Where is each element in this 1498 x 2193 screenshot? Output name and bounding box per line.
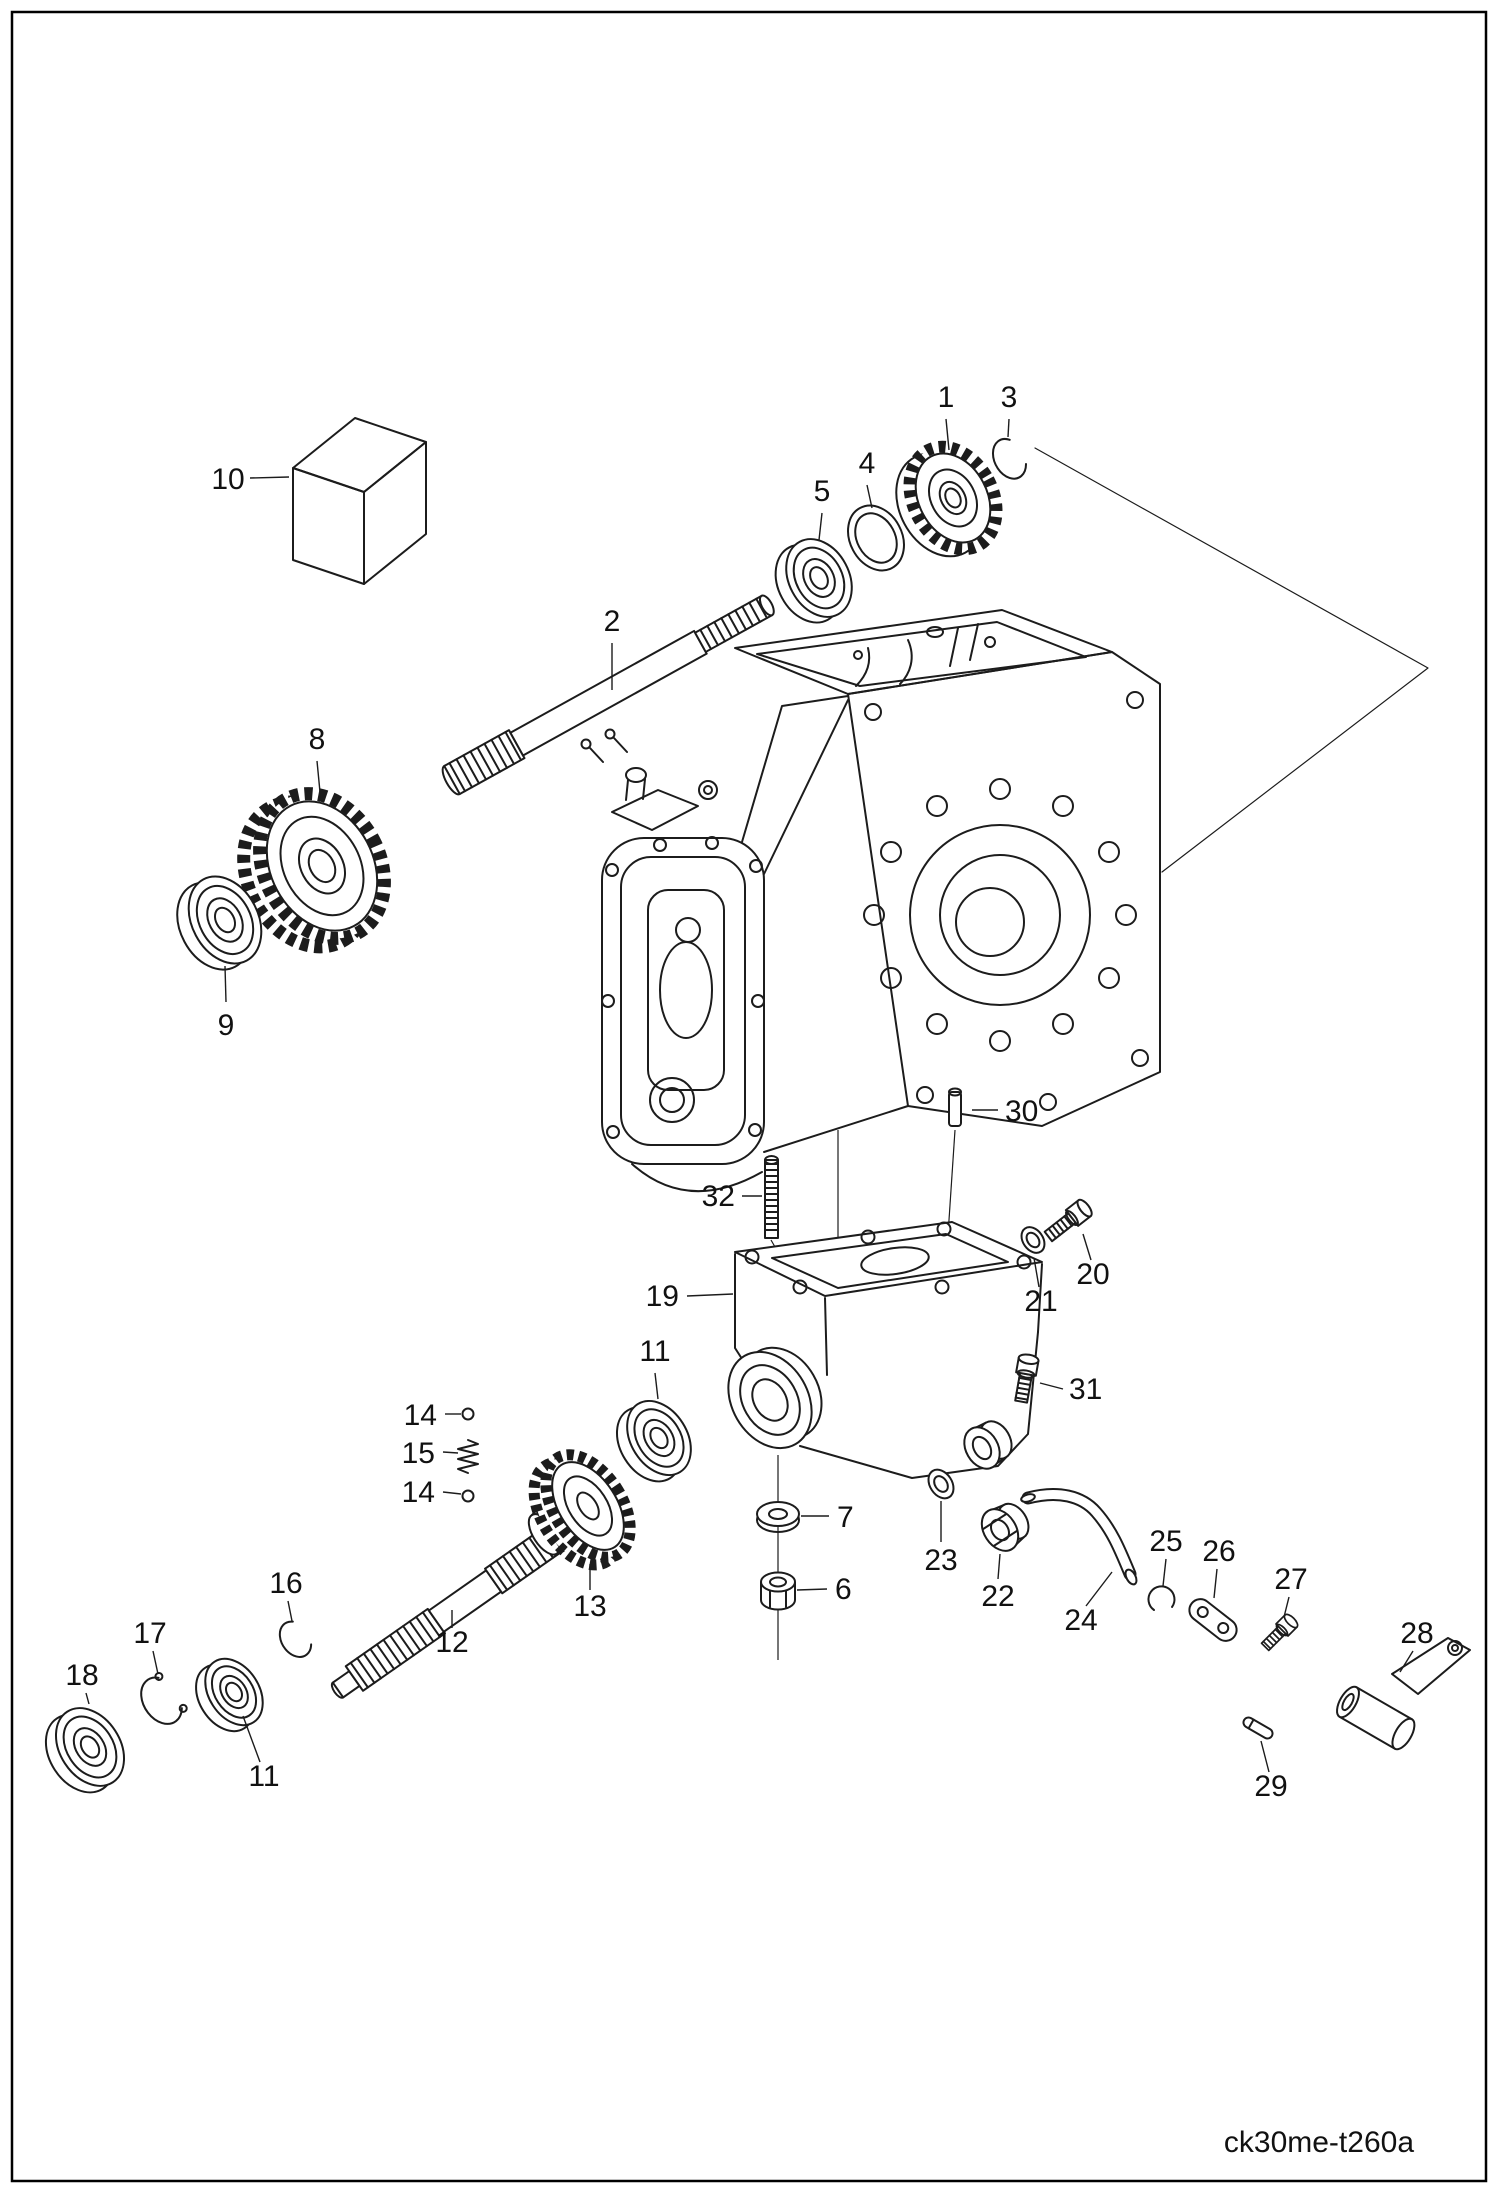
- callout-21: 21: [1024, 1285, 1057, 1318]
- part-6-nut: [760, 1571, 796, 1611]
- callout-20: 20: [1076, 1258, 1109, 1291]
- callout-24: 24: [1064, 1604, 1097, 1637]
- callout-14-upper: 14: [404, 1399, 437, 1432]
- part-11-bearing-lower: [195, 1657, 264, 1733]
- part-13-gear: [527, 1449, 636, 1571]
- part-14-ball-upper: [461, 1407, 475, 1421]
- callout-19: 19: [646, 1280, 679, 1313]
- callout-22: 22: [981, 1580, 1014, 1613]
- callout-10: 10: [211, 463, 244, 496]
- figure-code: ck30me-t260a: [1224, 2126, 1414, 2159]
- callout-32: 32: [702, 1180, 735, 1213]
- part-32-stud: [764, 1155, 787, 1267]
- callout-6: 6: [835, 1573, 852, 1606]
- callout-31: 31: [1069, 1373, 1102, 1406]
- part-17-snap-ring: [140, 1671, 188, 1725]
- callout-23: 23: [924, 1544, 957, 1577]
- page-border: [10, 10, 1488, 2183]
- part-18-bearing: [44, 1707, 126, 1794]
- part-10-box: [292, 417, 427, 585]
- part-26-plate: [1188, 1598, 1238, 1642]
- part-29-pin: [1242, 1716, 1274, 1740]
- callout-7: 7: [837, 1501, 854, 1534]
- part-21-washer: [1020, 1226, 1046, 1254]
- part-22-plug: [980, 1502, 1030, 1552]
- callout-14-lower: 14: [402, 1476, 435, 1509]
- callout-26: 26: [1202, 1535, 1235, 1568]
- part-31-bolt: [1014, 1353, 1040, 1404]
- leader-lines: [85, 418, 1414, 1773]
- part-5-bearing: [774, 538, 853, 624]
- callout-2: 2: [604, 605, 621, 638]
- callout-5: 5: [814, 475, 831, 508]
- part-28-lever: [1336, 1637, 1471, 1751]
- part-12-splined-shaft: [330, 1525, 564, 1699]
- callout-30: 30: [1005, 1095, 1038, 1128]
- callout-labels: 10 1 3 4 5 2 8 9 30 32 20 21 19 11 31 14…: [65, 381, 1433, 1803]
- callout-8: 8: [309, 723, 326, 756]
- callout-9: 9: [218, 1009, 235, 1042]
- part-19-cover-housing: [727, 1221, 1043, 1660]
- callout-11-lower: 11: [248, 1760, 279, 1793]
- part-15-spring: [457, 1439, 479, 1474]
- callout-13: 13: [573, 1590, 606, 1623]
- part-11-bearing-upper: [615, 1399, 692, 1483]
- part-7-washer: [756, 1501, 800, 1533]
- callout-1: 1: [938, 381, 955, 414]
- callout-3: 3: [1001, 381, 1018, 414]
- callout-28: 28: [1400, 1617, 1433, 1650]
- part-14-ball-lower: [461, 1489, 475, 1503]
- part-20-bolt: [1043, 1198, 1093, 1243]
- part-1-gear: [895, 440, 1003, 558]
- part-3-snap-ring: [991, 438, 1027, 480]
- transmission-housing: [580, 609, 1161, 1246]
- part-2-shaft: [441, 594, 775, 796]
- callout-17: 17: [133, 1617, 166, 1650]
- callout-27: 27: [1274, 1563, 1307, 1596]
- part-8-gear: [237, 787, 391, 954]
- part-25-snap-ring: [1147, 1585, 1176, 1611]
- callout-29: 29: [1254, 1770, 1287, 1803]
- part-24-lever-shaft: [1020, 1488, 1138, 1586]
- part-4-washer: [847, 504, 905, 572]
- callout-15: 15: [402, 1437, 435, 1470]
- part-27-bolt: [1260, 1613, 1299, 1652]
- callout-4: 4: [859, 447, 876, 480]
- reference-line: [1034, 447, 1429, 873]
- part-23-washer: [927, 1468, 955, 1500]
- callout-25: 25: [1149, 1525, 1182, 1558]
- part-9-bearing: [176, 875, 263, 971]
- callout-16: 16: [269, 1567, 302, 1600]
- callout-18: 18: [65, 1659, 98, 1692]
- part-16-snap-ring: [278, 1620, 313, 1658]
- callout-12: 12: [435, 1626, 468, 1659]
- callout-11-upper: 11: [639, 1335, 670, 1368]
